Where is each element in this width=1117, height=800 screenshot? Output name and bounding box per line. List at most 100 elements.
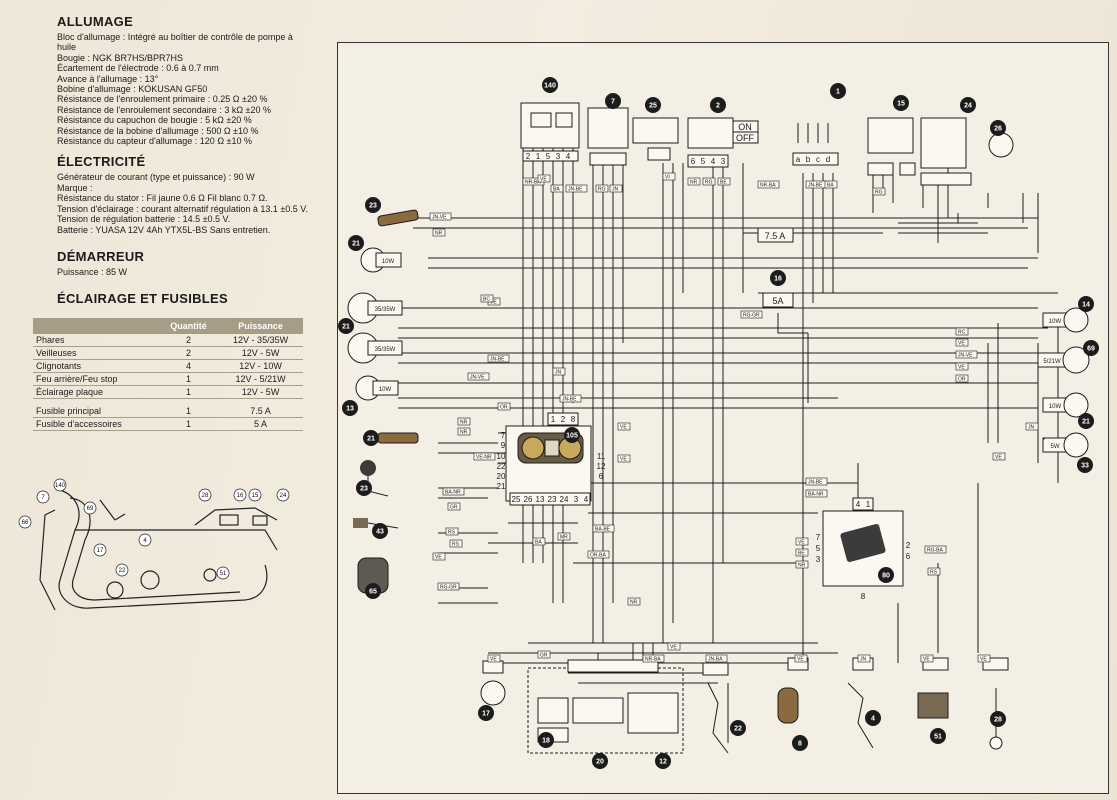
component-number-callout: 65 [365, 583, 381, 599]
component-number-callout: 21 [363, 430, 379, 446]
callout-number: 140 [544, 83, 556, 90]
locator-callout: 15 [248, 488, 262, 502]
component-number-callout: 1 [830, 83, 846, 99]
wire-code-box [617, 454, 631, 463]
wire-code-box [740, 310, 763, 319]
wire-code-tag: RS [927, 567, 941, 576]
wire-code-box [429, 212, 452, 221]
component-number-callout: 21 [1078, 413, 1094, 429]
callout-circle [990, 120, 1006, 136]
wire-code-tag: JN-BE [805, 180, 828, 189]
cdi-pin: 1 [866, 500, 871, 509]
locator-number: 16 [237, 493, 244, 499]
locator-number: 4 [143, 538, 147, 544]
spec-line: Résistance de la bobine d'allumage : 500… [57, 125, 259, 136]
callout-circle [592, 753, 608, 769]
wire-code-text: RG-GR [743, 313, 760, 319]
callout-number: 14 [1082, 302, 1090, 309]
wire-code-text: JN-BA [708, 657, 723, 663]
wire-code-text: BA-BE [595, 527, 611, 533]
wire-code-text: RG-GR [440, 585, 457, 591]
wire-code-tag: JN-BE [805, 477, 828, 486]
locator-callout: 140 [53, 478, 67, 492]
wire-code-tag: RG-BA [924, 545, 947, 554]
table-header: Puissance [238, 321, 283, 331]
callout-circle [342, 400, 358, 416]
wire-code-box [705, 654, 728, 663]
wire-code-box [977, 654, 991, 663]
component-number-callout: 21 [348, 235, 364, 251]
callout-circle [372, 523, 388, 539]
svg-text:3: 3 [721, 157, 726, 166]
wire-code-text: JN-BE [808, 183, 823, 189]
callout-number: 12 [659, 759, 667, 766]
wire-code-box [992, 452, 1006, 461]
wire-code-text: BA-NR [445, 490, 461, 496]
component-number-callout: 2 [710, 97, 726, 113]
wire-code-text: RS [448, 530, 456, 536]
component-number-callout: 21 [338, 318, 354, 334]
callout-circle [542, 77, 558, 93]
wire-code-text: VE [995, 455, 1002, 461]
connector-23 [377, 209, 419, 227]
component-number-callout: 12 [655, 753, 671, 769]
wire-code-tag: BE [795, 548, 809, 557]
wire-code-box [642, 654, 665, 663]
wire-code-text: BA-NR [808, 492, 824, 498]
cluster-pin: 26 [524, 495, 533, 504]
regulator-24 [920, 117, 972, 186]
callout-number: 7 [611, 99, 615, 106]
wire-code-tag: VE [977, 654, 991, 663]
wire-code-box [687, 177, 701, 186]
spec-line: Résistance de l'enroulement primaire : 0… [57, 94, 268, 105]
locator-number: 51 [220, 571, 227, 577]
callout-circle [356, 480, 372, 496]
callout-number: 13 [346, 406, 354, 413]
section-title-demarreur: DÉMARREUR [57, 248, 145, 264]
table-header: Quantité [170, 321, 207, 331]
cluster-pin: 25 [512, 495, 521, 504]
callout-circle [1078, 296, 1094, 312]
callout-number: 105 [566, 433, 578, 440]
component-number-callout: 33 [1077, 457, 1093, 473]
callout-number: 21 [342, 324, 350, 331]
wire-code-box [587, 550, 610, 559]
wire-code-box [445, 527, 459, 536]
wire-code-tag: VE [920, 654, 934, 663]
wire-code-tag: VE [992, 452, 1006, 461]
wire-code-box [609, 184, 623, 193]
wire-code-box [480, 294, 494, 303]
table-cell: Fusible d'accessoires [33, 417, 159, 431]
cluster-pin: 2 [561, 415, 566, 424]
wire-code-tag: JN-BE [565, 184, 588, 193]
callout-number: 16 [774, 276, 782, 283]
wire-code-box [717, 177, 731, 186]
wire-code-text: NR [435, 231, 443, 237]
wire-code-tag: NR [457, 417, 471, 426]
locator-number: 7 [41, 495, 45, 501]
table-header [33, 318, 159, 334]
wire-code-tag: VE [794, 654, 808, 663]
wire-code-text: VE [798, 540, 805, 546]
wire-code-tag: RG [595, 184, 609, 193]
component-number-callout: 15 [893, 95, 909, 111]
wire-code-tag: VE [617, 422, 631, 431]
callout-number: 43 [376, 529, 384, 536]
component-number-callout: 14 [1078, 296, 1094, 312]
bulb-label: 10W [382, 259, 395, 265]
callout-number: 21 [367, 436, 375, 443]
callout-number: 1 [836, 89, 840, 96]
wire-code-tag: JN-BE [559, 394, 582, 403]
spark-plug-8 [777, 657, 809, 724]
wire-code-text: VI [665, 175, 670, 181]
callout-number: 23 [369, 203, 377, 210]
callout-circle [878, 567, 894, 583]
cdi-pin: 8 [861, 592, 866, 601]
wire-code-box [927, 567, 941, 576]
locator-callout: 28 [198, 488, 212, 502]
wire-code-box [557, 532, 571, 541]
wiring-diagram: .w { fill: none; stroke: #1c1c1c; stroke… [337, 42, 1109, 794]
wire-code-tag: RG [872, 187, 886, 196]
